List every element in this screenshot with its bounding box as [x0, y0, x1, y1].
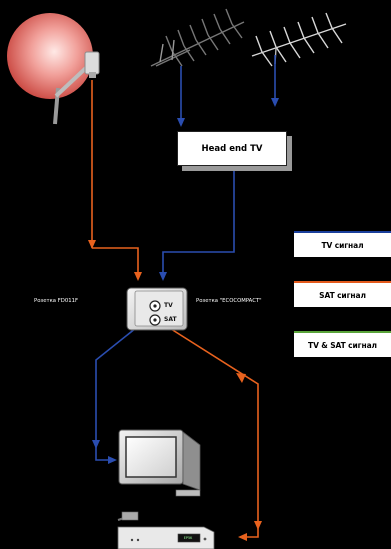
legend-sat-label: SAT сигнал	[319, 290, 366, 300]
receiver-display: EP5K	[183, 536, 193, 540]
terrestrial-antenna-icon	[251, 12, 347, 67]
head-end-tv-box: Head end TV	[177, 131, 287, 166]
head-end-label: Head end TV	[201, 143, 263, 154]
satellite-receiver-icon	[117, 511, 215, 549]
legend-tv-bar	[294, 231, 391, 233]
socket-right-label: Розетка "ECOCOMPACT"	[196, 298, 262, 304]
legend-tv-label: TV сигнал	[321, 240, 364, 250]
port-sat-label: SAT	[164, 316, 177, 323]
tv-signal-lines	[92, 55, 279, 464]
legend-sat-item: SAT сигнал	[294, 283, 391, 307]
socket-left-label: Розетка FD011F	[34, 298, 79, 304]
legend-tv-item: TV сигнал	[294, 233, 391, 257]
legend-both-item: TV & SAT сигнал	[294, 333, 391, 357]
legend-both-label: TV & SAT сигнал	[308, 340, 377, 350]
port-tv-label: TV	[164, 302, 173, 309]
sat-signal-lines	[88, 80, 262, 541]
wall-socket-icon	[126, 287, 188, 331]
legend-both-bar	[294, 331, 391, 333]
terrestrial-antenna-icon	[150, 8, 245, 67]
television-icon	[118, 429, 201, 497]
legend-sat-bar	[294, 281, 391, 283]
satellite-dish-icon	[7, 13, 100, 125]
